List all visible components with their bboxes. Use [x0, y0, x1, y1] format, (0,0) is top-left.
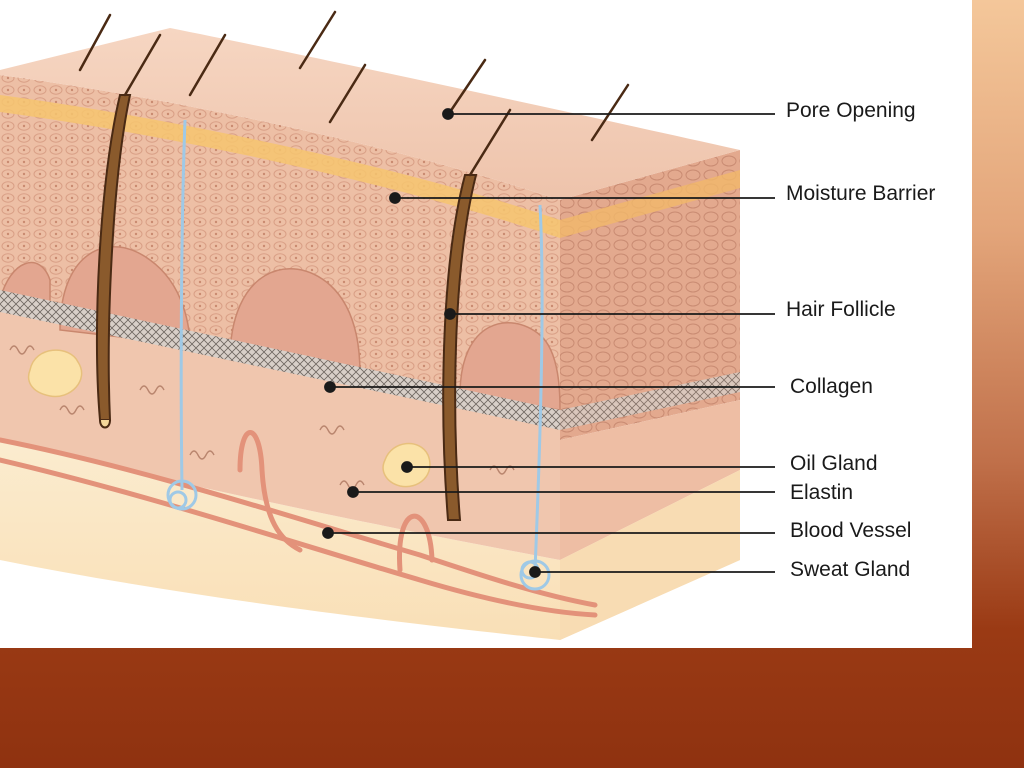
label-elastin: Elastin — [790, 481, 853, 504]
label-oil-gland: Oil Gland — [790, 452, 878, 475]
epidermis-layer — [0, 75, 560, 430]
hair-strands — [78, 10, 630, 177]
diagram-panel: Pore Opening Moisture Barrier Hair Folli… — [0, 10, 936, 640]
label-blood-vessel: Blood Vessel — [790, 519, 911, 542]
skin-surface — [0, 28, 740, 200]
label-hair-follicle: Hair Follicle — [786, 298, 896, 321]
label-collagen: Collagen — [790, 375, 873, 398]
labels: Pore Opening Moisture Barrier Hair Folli… — [786, 99, 935, 581]
label-pore-opening: Pore Opening — [786, 99, 916, 122]
hair-follicles — [95, 94, 478, 521]
leader-lines — [322, 108, 775, 578]
sweat-ducts — [166, 119, 551, 591]
dermis-layer — [0, 300, 560, 560]
side-face — [560, 150, 740, 640]
blood-vessels — [0, 430, 598, 618]
label-sweat-gland: Sweat Gland — [790, 558, 910, 581]
label-moisture-barrier: Moisture Barrier — [786, 182, 935, 205]
skin-cross-section-diagram: Pore Opening Moisture Barrier Hair Folli… — [0, 10, 935, 640]
